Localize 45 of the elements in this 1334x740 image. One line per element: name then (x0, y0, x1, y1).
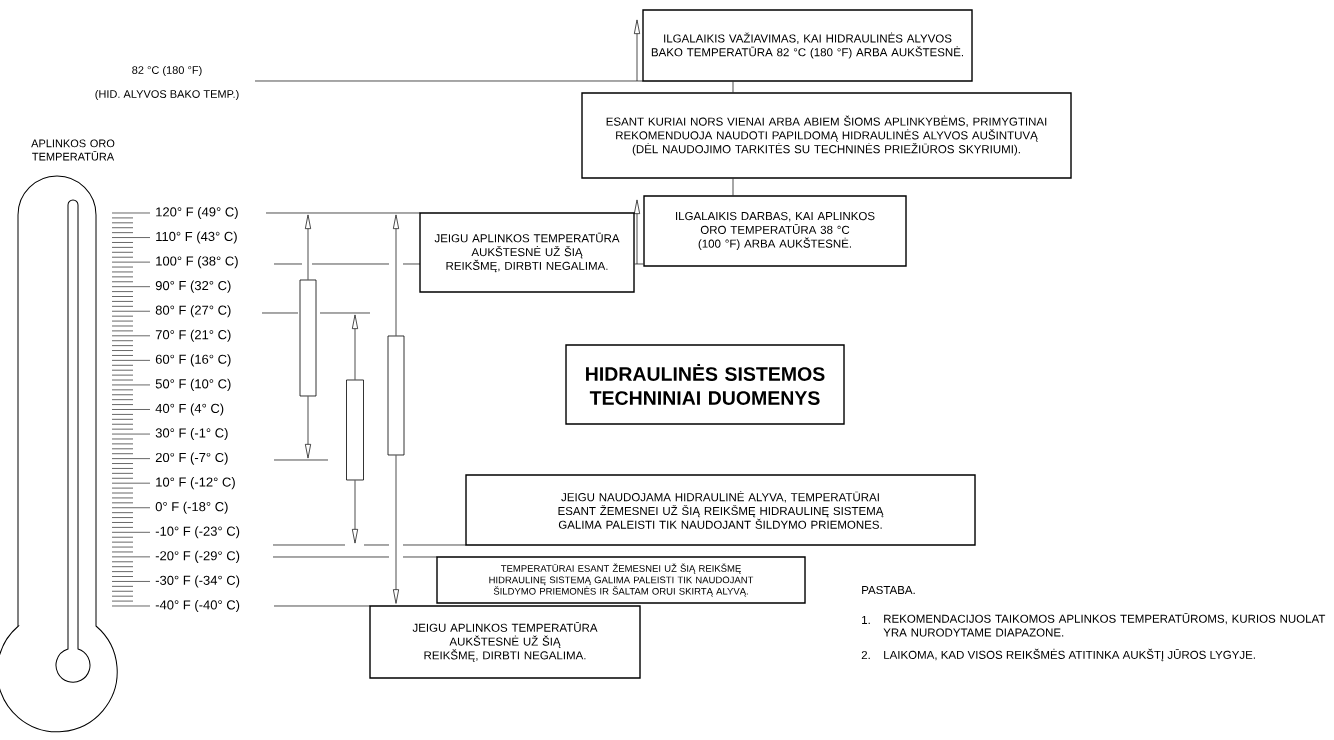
range-arrow (351, 480, 359, 544)
oil-bar (387, 335, 405, 456)
label-text: APLINKOS ORO TEMPERATŪRA (31, 139, 115, 161)
scale-label: -20° F (-29° C) (155, 550, 240, 563)
scale-label: 20° F (-7° C) (155, 452, 228, 465)
scale-label: 60° F (16° C) (155, 354, 231, 367)
note-text: LAIKOMA, KAD VISOS REIKŠMĖS ATITINKA AUKŠTĮ JŪROS LYGYJE. (884, 648, 1255, 662)
scale-label: 40° F (4° C) (155, 403, 224, 416)
range-arrow (304, 214, 312, 280)
scale-label: 90° F (32° C) (155, 280, 231, 293)
note-box: JEIGU APLINKOS TEMPERATŪRA AUKŠTESNĖ UŽ ŠIĄ REIKŠMĘ, DIRBTI NEGALIMA. (419, 212, 635, 293)
note-box: ILGALAIKIS VAŽIAVIMAS, KAI HIDRAULINĖS ALYVOS BAKO TEMPERATŪRA 82 °C (180 °F) ARBA AUKŠTESNĖ. (642, 9, 973, 82)
scale-label: 30° F (-1° C) (155, 428, 228, 441)
note-text: 1. (862, 616, 870, 624)
note-box: ESANT KURIAI NORS VIENAI ARBA ABIEM ŠIOMS APLINKYBĖMS, PRIMYGTINAI REKOMENDUOJA NAUDOTI PAPILDOMĄ HIDRAULINĖS ALYVOS AUŠINTUVĄ (DĖL NAUDOJIMO TARKITĖS SU TECHNINĖS PRIEŽIŪROS SKYRIUMI). (581, 92, 1072, 179)
range-arrow (351, 314, 359, 380)
note-box: JEIGU NAUDOJAMA HIDRAULINĖ ALYVA, TEMPERATŪRAI ESANT ŽEMESNEI UŽ ŠIĄ REIKŠMĘ HIDRAULINĘ SISTEMĄ GALIMA PALEISTI TIK NAUDOJANT ŠILDYMO PRIEMONES. (465, 474, 976, 546)
range-arrow (392, 214, 400, 336)
note-text: REKOMENDACIJOS TAIKOMOS APLINKOS TEMPERATŪROMS, KURIOS NUOLAT YRA NURODYTAME DIAPAZONE. (883, 613, 1326, 637)
scale-label: 50° F (10° C) (155, 378, 231, 391)
scale-label: 110° F (43° C) (156, 231, 237, 244)
note-box: TEMPERATŪRAI ESANT ŽEMESNEI UŽ ŠIĄ REIKŠMĘ HIDRAULINĘ SISTEMĄ GALIMA PALEISTI TIK NAUDOJANT ŠILDYMO PRIEMONĖS IR ŠALTAM ORUI SKIRTĄ ALYVĄ. (436, 556, 806, 604)
label-text: (HID. ALYVOS BAKO TEMP.) (95, 89, 239, 101)
scale-label: 10° F (-12° C) (156, 477, 235, 490)
range-arrow (304, 396, 312, 459)
oil-bar (346, 379, 364, 481)
range-arrow (392, 455, 400, 604)
scale-label: 120° F (49° C) (156, 206, 238, 220)
scale-label: -40° F (-40° C) (155, 599, 240, 613)
scale-label: 70° F (21° C) (155, 329, 231, 342)
scale-label: -30° F (-34° C) (155, 575, 240, 588)
label-text: 82 °C (180 °F) (132, 65, 202, 77)
connector (732, 81, 734, 93)
limit-line (634, 263, 644, 265)
scale-label: 100° F (38° C) (156, 256, 238, 269)
title-box: HIDRAULINĖS SISTEMOS TECHNINIAI DUOMENYS (565, 344, 845, 425)
note-box: JEIGU APLINKOS TEMPERATŪRA AUKŠTESNĖ UŽ ŠIĄ REIKŠMĘ, DIRBTI NEGALIMA. (369, 605, 641, 679)
connector (732, 178, 734, 196)
note-text: 2. (861, 651, 870, 659)
note-box: ILGALAIKIS DARBAS, KAI APLINKOS ORO TEMPERATŪRA 38 °C (100 °F) ARBA AUKŠTESNĖ. (643, 195, 907, 267)
note-text: PASTABA. (862, 585, 915, 595)
oil-bar (299, 279, 317, 397)
scale-label: 80° F (27° C) (155, 305, 231, 318)
scale-label: -10° F (-23° C) (155, 526, 240, 539)
scale-label: 0° F (-18° C) (155, 501, 228, 514)
